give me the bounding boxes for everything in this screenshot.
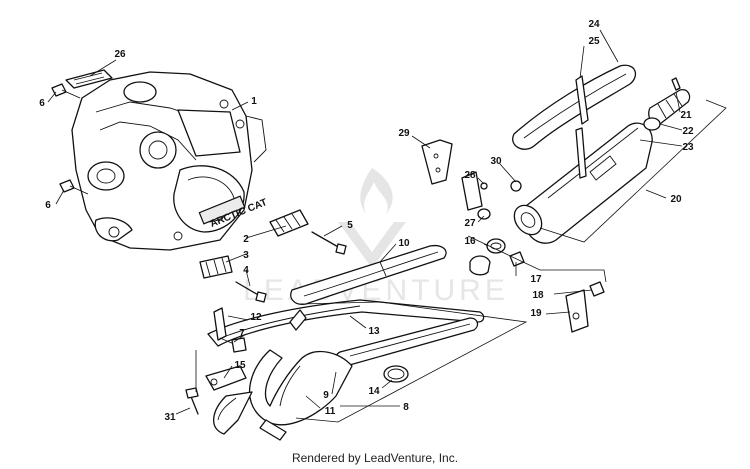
callout-9: 9 <box>323 390 329 401</box>
pipe-bracket <box>205 365 247 391</box>
exhaust-bolt-upper <box>311 231 347 255</box>
callout-20: 20 <box>670 194 682 205</box>
callout-16: 16 <box>464 236 476 247</box>
callout-1: 1 <box>251 96 257 107</box>
muffler <box>513 122 653 244</box>
callout-10: 10 <box>398 238 410 249</box>
callout-8: 8 <box>403 402 409 413</box>
callout-29: 29 <box>398 128 410 139</box>
callout-24: 24 <box>588 19 600 30</box>
exhaust-clamp <box>469 255 491 276</box>
callout-15: 15 <box>234 360 246 371</box>
callout-23: 23 <box>682 142 694 153</box>
exhaust-bolt-lower <box>235 281 267 303</box>
callout-26: 26 <box>114 49 126 60</box>
mount-bracket-19 <box>565 289 589 333</box>
callout-7: 7 <box>239 328 245 339</box>
mount-bushing-18 <box>589 281 605 297</box>
bolt-28 <box>480 182 488 190</box>
callout-28: 28 <box>464 170 476 181</box>
engine-assembly: ARCTIC CAT <box>71 71 269 251</box>
callout-31: 31 <box>164 412 176 423</box>
muffler-bracket-plate <box>461 171 483 211</box>
callout-19: 19 <box>530 308 542 319</box>
decal-label <box>65 69 113 89</box>
pipe-clamp <box>383 365 409 383</box>
muffler-mount-bracket <box>421 139 453 185</box>
render-credit: Rendered by LeadVenture, Inc. <box>291 451 459 465</box>
callout-18: 18 <box>532 290 544 301</box>
washer-27 <box>477 208 491 220</box>
callout-11: 11 <box>325 406 336 417</box>
grommet-30 <box>510 180 522 192</box>
callout-5: 5 <box>347 220 353 231</box>
callout-12: 12 <box>250 312 262 323</box>
bracket-bolt <box>185 387 199 415</box>
callout-2: 2 <box>243 234 249 245</box>
callout-22: 22 <box>682 126 694 137</box>
callout-27: 27 <box>464 218 476 229</box>
assembly-outline-8 <box>195 301 528 423</box>
spark-arrestor <box>643 77 691 131</box>
callout-labels: 1 2 3 4 5 6 6 7 8 9 10 11 12 13 14 15 16… <box>39 19 694 423</box>
mount-bolt-lower <box>59 179 89 195</box>
oxygen-sensor <box>213 307 247 353</box>
callout-30: 30 <box>490 156 502 167</box>
callout-6-lower: 6 <box>45 200 51 211</box>
muffler-heat-shield <box>512 64 637 179</box>
callout-13: 13 <box>368 326 380 337</box>
head-pipe-upper <box>207 299 485 347</box>
callout-4: 4 <box>243 265 249 276</box>
assembly-outline-20 <box>467 99 727 283</box>
exhaust-spring-upper <box>269 209 309 237</box>
callout-17: 17 <box>530 274 542 285</box>
callout-21: 21 <box>680 110 692 121</box>
head-pipe-lower <box>213 349 353 441</box>
exhaust-spring-lower <box>199 255 233 279</box>
callout-14: 14 <box>368 386 380 397</box>
callout-6-upper: 6 <box>39 98 45 109</box>
callout-3: 3 <box>243 250 249 261</box>
callout-25: 25 <box>588 36 600 47</box>
leader-lines <box>47 29 683 415</box>
